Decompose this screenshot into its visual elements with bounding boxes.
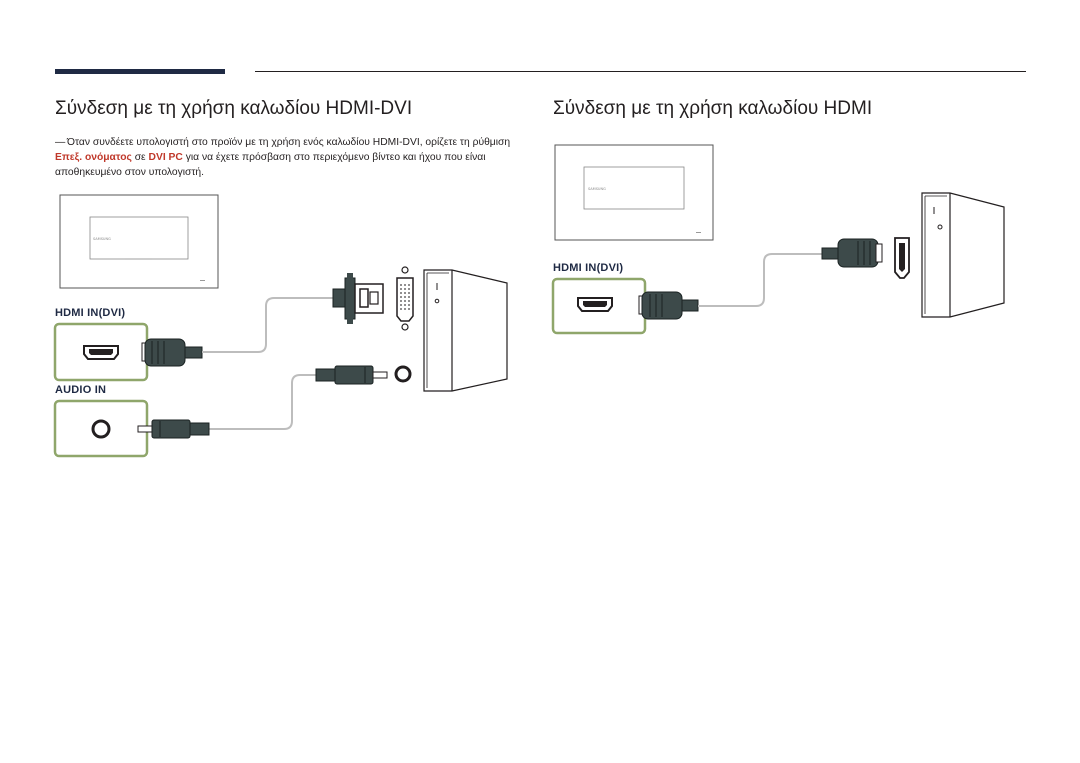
- hdmi-in-dvi-label-right: HDMI IN(DVI): [553, 262, 624, 274]
- pc-tower-right: [921, 192, 1005, 318]
- dvi-port-pc: [396, 266, 414, 331]
- hdmi-dvi-cable: [202, 297, 333, 353]
- hdmi-plug-monitor-right: [638, 291, 699, 320]
- note-text-part3: για να έχετε πρόσβαση στο περιεχόμενο βί…: [55, 152, 486, 178]
- audio-cable: [209, 374, 316, 430]
- monitor-left-brand: SAMSUNG: [93, 237, 111, 241]
- right-section-heading: Σύνδεση με τη χρήση καλωδίου HDMI: [553, 98, 873, 119]
- hdmi-plug-pc-right: [821, 238, 883, 268]
- hdmi-port-pc-right: [894, 237, 910, 279]
- audio-plug-pc: [315, 365, 388, 385]
- monitor-right-brand: SAMSUNG: [588, 187, 606, 191]
- monitor-left: SAMSUNG: [59, 194, 219, 289]
- audio-port-frame: [53, 399, 149, 458]
- audio-in-label: AUDIO IN: [55, 384, 107, 396]
- note-dash: ―: [55, 137, 66, 148]
- top-accent-bar: [55, 69, 225, 74]
- hdmi-port-frame-right: [551, 277, 647, 335]
- note-paragraph: ―Όταν συνδέετε υπολογιστή στο προϊόν με …: [55, 135, 515, 180]
- hdmi-in-dvi-label-left: HDMI IN(DVI): [55, 307, 126, 319]
- dvi-plug: [332, 273, 384, 324]
- hdmi-plug-monitor-left: [141, 338, 203, 367]
- hdmi-port-frame-left: [53, 322, 149, 382]
- audio-port-pc: [394, 365, 412, 383]
- pc-tower-left: [423, 269, 508, 392]
- left-section-heading: Σύνδεση με τη χρήση καλωδίου HDMI-DVI: [55, 98, 413, 119]
- note-highlight-dvi-pc: DVI PC: [148, 152, 183, 163]
- note-text-part2: σε: [131, 152, 149, 163]
- note-highlight-edit-name: Επεξ. ονόματος: [55, 152, 132, 163]
- monitor-right: SAMSUNG: [554, 144, 714, 241]
- top-rule: [255, 71, 1026, 72]
- audio-plug-monitor: [137, 419, 210, 439]
- note-text-part1: Όταν συνδέετε υπολογιστή στο προϊόν με τ…: [67, 137, 511, 148]
- hdmi-cable-right: [698, 253, 822, 307]
